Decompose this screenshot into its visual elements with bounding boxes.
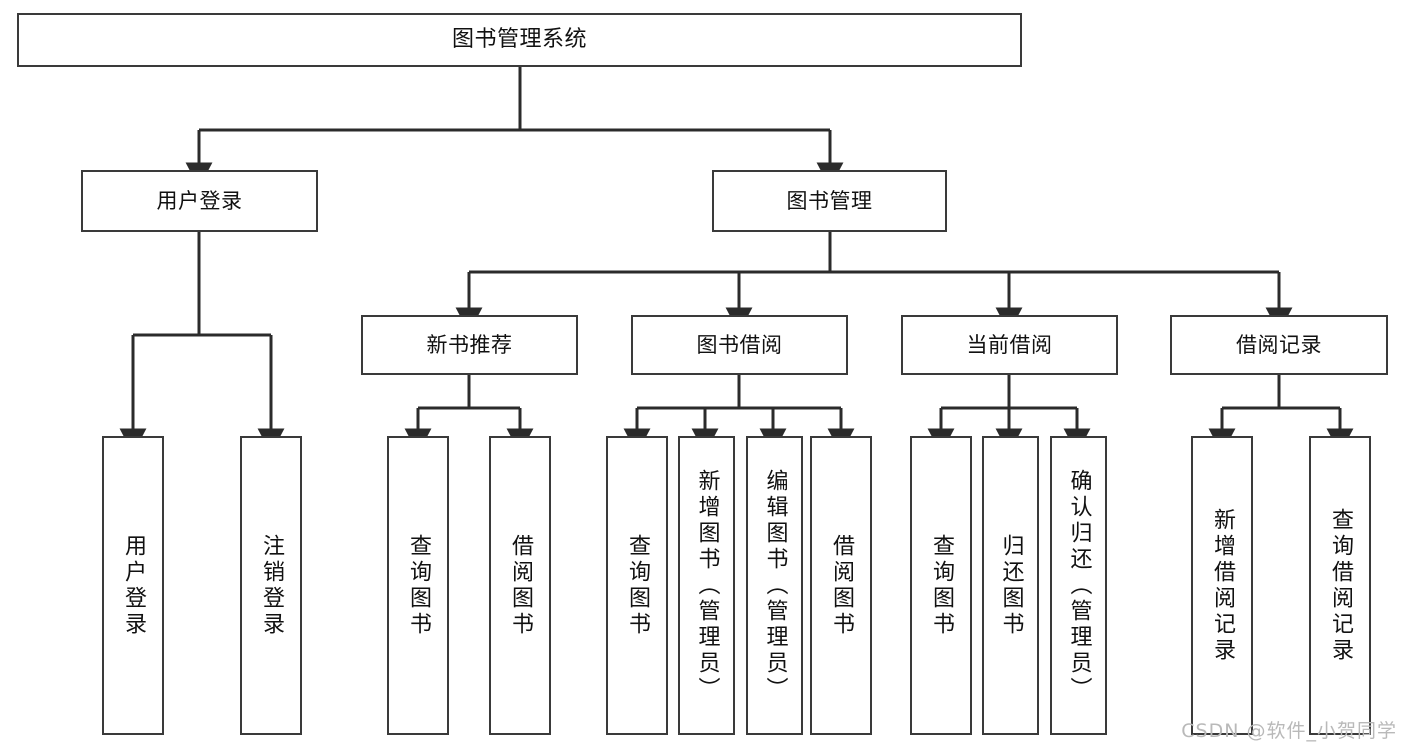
node-book-borrow[interactable]: 图书借阅 [631, 315, 848, 375]
node-label: 图书借阅 [696, 332, 783, 357]
node-label: 编辑图书（管理员） [762, 468, 788, 703]
leaf-return-book[interactable]: 归还图书 [982, 436, 1039, 735]
node-current-borrow[interactable]: 当前借阅 [901, 315, 1118, 375]
node-label: 用户登录 [156, 188, 243, 213]
node-label: 确认归还（管理员） [1066, 468, 1092, 703]
leaf-add-book-admin[interactable]: 新增图书（管理员） [678, 436, 735, 735]
leaf-user-login[interactable]: 用户登录 [102, 436, 164, 735]
leaf-query-book-borrow[interactable]: 查询图书 [606, 436, 668, 735]
leaf-query-borrow-record[interactable]: 查询借阅记录 [1309, 436, 1371, 735]
node-label: 用户登录 [121, 533, 146, 638]
node-label: 查询图书 [406, 533, 431, 638]
node-label: 注销登录 [259, 533, 284, 638]
node-label: 新书推荐 [426, 332, 513, 357]
node-label: 图书管理 [786, 188, 873, 213]
leaf-logout[interactable]: 注销登录 [240, 436, 302, 735]
leaf-borrow-book[interactable]: 借阅图书 [810, 436, 872, 735]
leaf-query-book-recommend[interactable]: 查询图书 [387, 436, 449, 735]
node-root-library-system[interactable]: 图书管理系统 [17, 13, 1022, 67]
node-book-management[interactable]: 图书管理 [712, 170, 947, 232]
node-label: 借阅记录 [1236, 332, 1322, 357]
node-label: 查询借阅记录 [1328, 507, 1353, 664]
node-user-login[interactable]: 用户登录 [81, 170, 318, 232]
leaf-borrow-book-recommend[interactable]: 借阅图书 [489, 436, 551, 735]
leaf-edit-book-admin[interactable]: 编辑图书（管理员） [746, 436, 803, 735]
node-label: 归还图书 [998, 533, 1024, 638]
leaf-confirm-return-admin[interactable]: 确认归还（管理员） [1050, 436, 1107, 735]
node-label: 查询图书 [625, 533, 650, 638]
node-label: 新增图书（管理员） [694, 468, 720, 703]
node-label: 借阅图书 [508, 533, 533, 638]
node-borrow-record[interactable]: 借阅记录 [1170, 315, 1388, 375]
leaf-query-book-current[interactable]: 查询图书 [910, 436, 972, 735]
leaf-add-borrow-record[interactable]: 新增借阅记录 [1191, 436, 1253, 735]
node-label: 当前借阅 [966, 332, 1053, 357]
node-label: 借阅图书 [829, 533, 854, 638]
csdn-watermark: CSDN @软件_小贺同学 [1181, 720, 1397, 742]
node-label: 查询图书 [929, 533, 954, 638]
node-new-book-recommend[interactable]: 新书推荐 [361, 315, 578, 375]
node-label: 图书管理系统 [451, 27, 587, 53]
node-label: 新增借阅记录 [1210, 507, 1235, 664]
